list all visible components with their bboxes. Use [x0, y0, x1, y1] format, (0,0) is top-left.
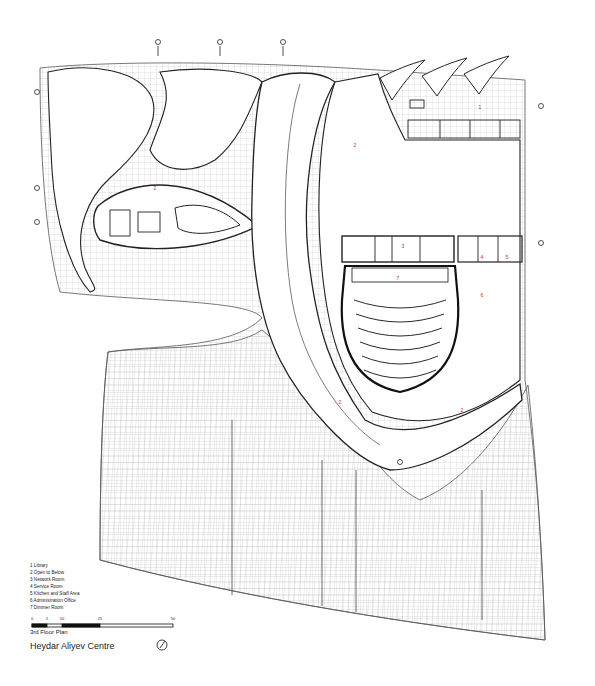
legend-entry: 7 Dimmer Room	[30, 606, 63, 611]
legend-entry: 2 Open to Below	[30, 571, 64, 576]
north-arrow	[157, 640, 167, 650]
legend-entry: 4 Service Room	[30, 585, 63, 590]
scale-number: 5	[46, 617, 48, 621]
room-number: 3	[402, 244, 405, 249]
legend-entry: 3 Network Room	[30, 578, 64, 583]
ramp-ribbon	[252, 73, 522, 470]
room-number: 6	[481, 293, 484, 298]
room-number: 1	[479, 105, 482, 110]
legend-entry: 1 Library	[30, 564, 48, 569]
legend-entry: 5 Kitchen and Staff Area	[30, 592, 79, 597]
column-lines	[232, 420, 482, 620]
plan-subtitle: 3rd Floor Plan	[30, 629, 68, 635]
pod-void	[175, 205, 240, 233]
grid-markers	[35, 40, 544, 465]
scale-bar	[32, 624, 173, 627]
auditorium	[342, 266, 459, 392]
scale-number: 50	[171, 617, 175, 621]
room-number: 2	[339, 400, 342, 405]
scale-number: 0	[31, 617, 33, 621]
floor-plate	[48, 68, 154, 292]
scale-number: 10	[60, 617, 64, 621]
room-number: 7	[397, 276, 400, 281]
rooms	[110, 100, 522, 262]
scale-number: 25	[98, 617, 102, 621]
roof-grid	[40, 63, 545, 640]
floor-plate	[319, 74, 520, 421]
room-number: 2	[354, 143, 357, 148]
floor-plate	[150, 69, 262, 169]
room-number: 2	[154, 186, 157, 191]
legend-entry: 6 Administration Office	[30, 599, 76, 604]
room-number: 4	[481, 255, 484, 260]
central-pod	[94, 185, 258, 249]
plan-title: Heydar Aliyev Centre	[30, 642, 115, 651]
room-number: 5	[506, 255, 509, 260]
facade-fins	[380, 56, 509, 100]
room-number: 2	[461, 408, 464, 413]
